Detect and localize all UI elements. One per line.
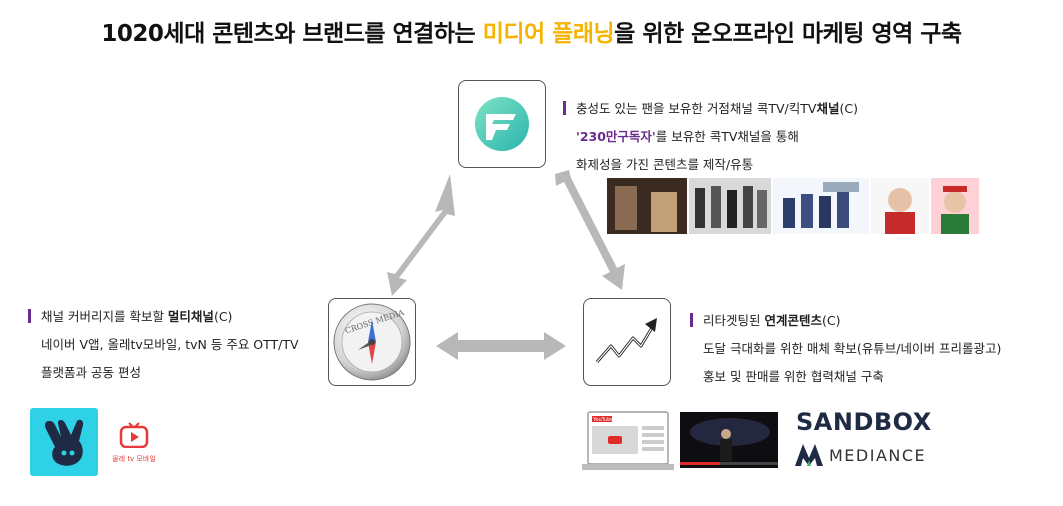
bullet-bar: [563, 101, 566, 115]
drama-thumbnails: [607, 178, 979, 234]
left-desc-line-1: 채널 커버리지를 확보할 멀티채널(C): [28, 303, 299, 331]
youtube-monitor-icon: YouTube: [582, 411, 674, 470]
right-desc-line-3: 홍보 및 판매를 위한 협력채널 구축: [703, 369, 884, 384]
thumbnail-1: [607, 178, 687, 234]
left-desc-line-2: 네이버 V앱, 올레tv모바일, tvN 등 주요 OTT/TV: [41, 337, 299, 352]
arrow-top-left: [387, 174, 455, 296]
right-desc-line-2: 도달 극대화를 위한 매체 확보(유튜브/네이버 프리롤광고): [703, 341, 1002, 356]
svg-text:YouTube: YouTube: [592, 417, 613, 423]
thumbnail-4: [871, 178, 929, 234]
bullet-bar: [28, 309, 31, 323]
left-description: 채널 커버리지를 확보할 멀티채널(C) 네이버 V앱, 올레tv모바일, tv…: [28, 303, 299, 387]
olleh-caption: 올레 tv 모바일: [112, 455, 156, 463]
sandbox-logo: SANDBOX: [796, 408, 932, 436]
bullet-bar: [690, 313, 693, 327]
left-desc-line-3: 플랫폼과 공동 편성: [41, 365, 141, 380]
title-text-1: 1020세대 콘텐츠와 브랜드를 연결하는: [101, 21, 483, 47]
channel-logo-icon: [475, 97, 529, 151]
growth-node: [583, 298, 671, 386]
vlive-logo: [30, 408, 98, 476]
arrow-horizontal: [436, 332, 566, 360]
page-title: 1020세대 콘텐츠와 브랜드를 연결하는 미디어 플래닝을 위한 온오프라인 …: [0, 14, 1063, 48]
mediance-text: MEDIANCE: [829, 445, 927, 465]
thumbnail-2: [689, 178, 771, 234]
concert-video-thumbnail: [680, 412, 778, 468]
channel-node: [458, 80, 546, 168]
right-description: 리타겟팅된 연계콘텐츠(C) 도달 극대화를 위한 매체 확보(유튜브/네이버 …: [690, 307, 1001, 391]
arrow-top-right: [555, 170, 625, 290]
thumbnail-3: [773, 178, 869, 234]
cross-media-node: CROSS MEDIA: [328, 298, 416, 386]
top-desc-line-2: '230만구독자'를 보유한 콕TV채널을 통해: [576, 129, 799, 144]
right-desc-line-1: 리타겟팅된 연계콘텐츠(C): [690, 307, 1001, 335]
top-description: 충성도 있는 팬을 보유한 거점채널 콕TV/킥TV채널(C) '230만구독자…: [563, 95, 858, 179]
growth-arrow-icon: [595, 318, 657, 363]
v-hand-icon: [45, 419, 84, 466]
top-desc-line-3: 화제성을 가진 콘텐츠를 제작/유통: [576, 157, 754, 172]
thumbnail-5: [931, 178, 979, 234]
compass-icon: CROSS MEDIA: [333, 303, 411, 381]
top-desc-line-1: 충성도 있는 팬을 보유한 거점채널 콕TV/킥TV채널(C): [563, 95, 858, 123]
mediance-mark-icon: [795, 444, 823, 466]
title-text-2: 을 위한 온오프라인 마케팅 영역 구축: [614, 21, 962, 47]
olleh-play-icon: [119, 422, 149, 449]
title-highlight: 미디어 플래닝: [482, 21, 615, 47]
olleh-tv-logo: 올레 tv 모바일: [108, 422, 160, 470]
mediance-logo: MEDIANCE: [795, 444, 926, 466]
